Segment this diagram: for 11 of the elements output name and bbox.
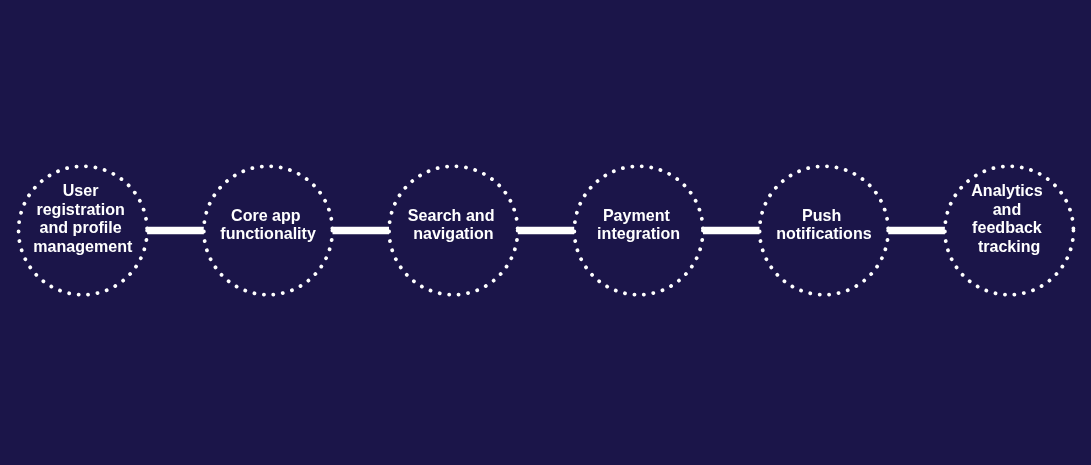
node-circle: User registration and profile management <box>16 164 149 297</box>
node-circle: Analytics and feedback tracking <box>942 164 1075 297</box>
connector <box>146 226 204 235</box>
node-circle: Core app functionality <box>201 164 334 297</box>
node-circle: Push notifications <box>757 164 890 297</box>
connector <box>517 226 574 235</box>
connector <box>702 226 760 235</box>
connector <box>887 226 945 235</box>
node-circle: Payment integration <box>571 164 705 297</box>
connector <box>331 226 389 235</box>
node-circle: Search and navigation <box>386 164 520 297</box>
